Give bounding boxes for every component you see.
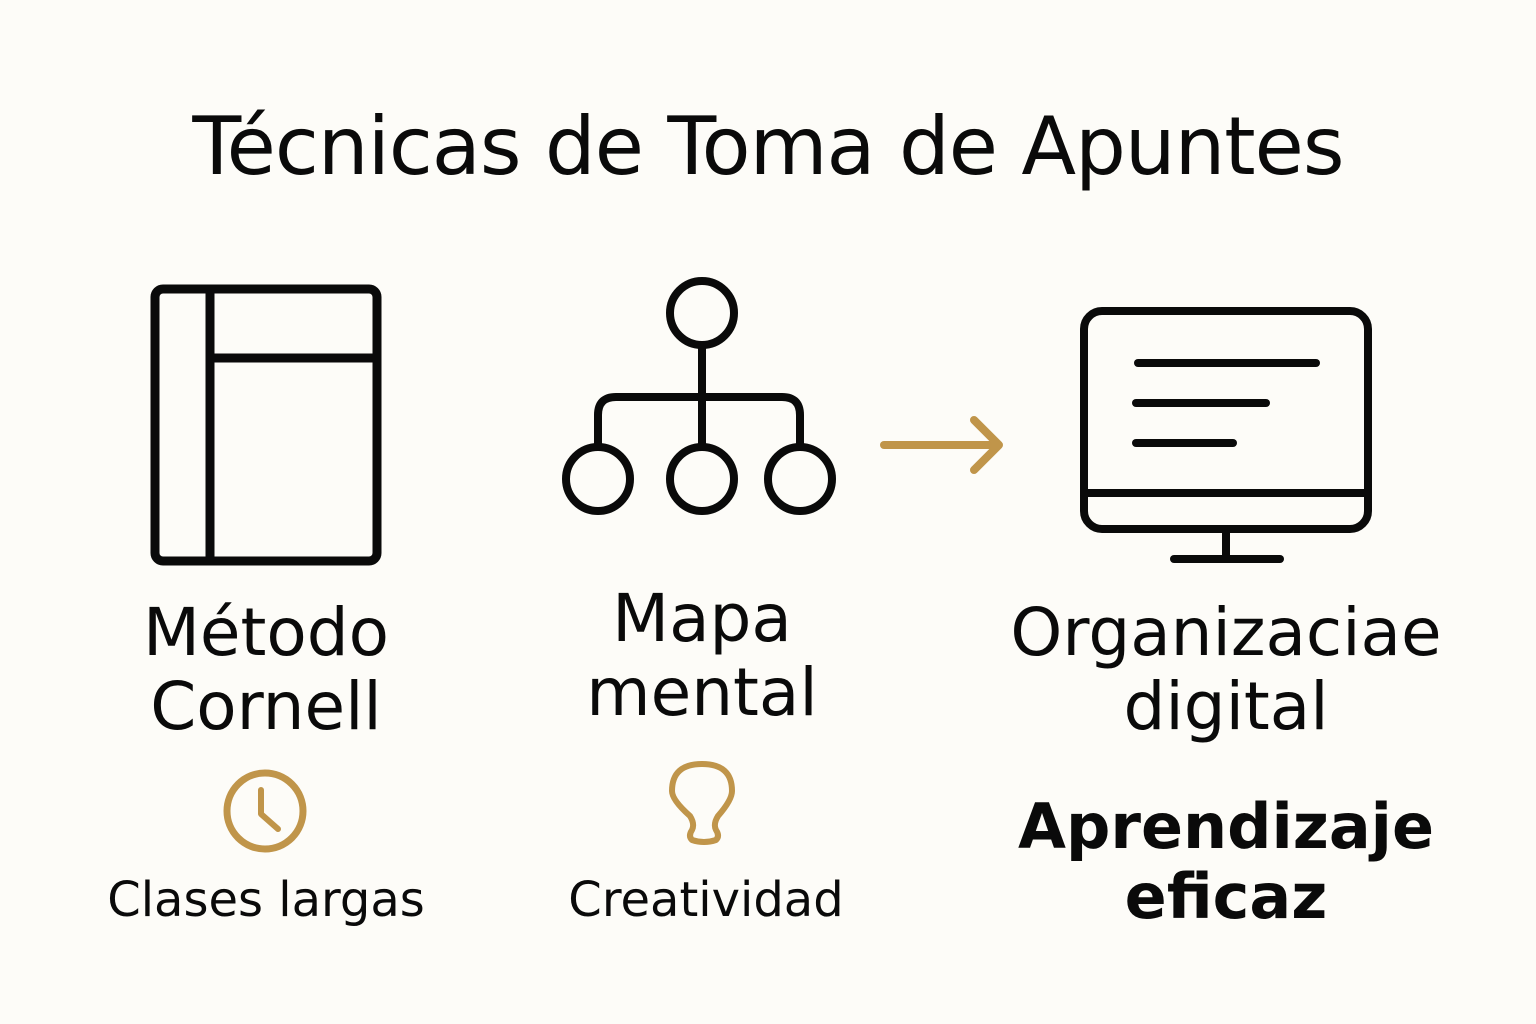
- mind-map-label-line1: Mapa: [612, 580, 792, 657]
- clock-icon: [223, 769, 307, 853]
- digital-label: Organizaciae digital: [976, 596, 1476, 744]
- digital-label-line2: digital: [1123, 668, 1329, 745]
- mind-map-label-line2: mental: [586, 654, 818, 731]
- cornell-label: Método Cornell: [66, 596, 466, 744]
- cornell-label-line2: Cornell: [150, 668, 382, 745]
- long-classes-label: Clases largas: [107, 872, 425, 928]
- page-title: Técnicas de Toma de Apuntes: [192, 100, 1344, 193]
- effective-learning-label: Aprendizaje eficaz: [976, 792, 1476, 932]
- mind-map-label: Mapa mental: [502, 582, 902, 730]
- lightbulb-icon: [669, 761, 735, 845]
- digital-label-line1: Organizaciae: [1010, 594, 1442, 671]
- cornell-label-line1: Método: [142, 594, 390, 671]
- mind-map-icon: [562, 277, 836, 515]
- effective-learning-line2: eficaz: [1124, 860, 1328, 933]
- cornell-notebook-icon: [150, 284, 382, 566]
- creativity-label: Creatividad: [568, 872, 844, 928]
- effective-learning-line1: Aprendizaje: [1018, 790, 1434, 863]
- arrow-right-icon: [880, 416, 1003, 474]
- monitor-icon: [1080, 307, 1372, 563]
